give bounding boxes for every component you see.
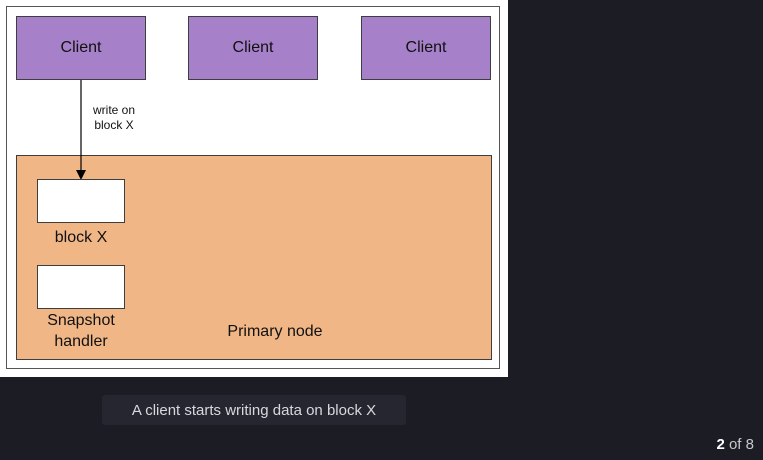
arrow-label: write on block X	[86, 103, 142, 133]
client-box-3: Client	[361, 16, 491, 80]
arrow-label-line1: write on	[92, 103, 136, 117]
client-box-1: Client	[16, 16, 146, 80]
slide-caption: A client starts writing data on block X	[102, 395, 406, 425]
slide-diagram[interactable]: Client Client Client write on block X bl…	[0, 0, 508, 377]
snapshot-handler-label: Snapshot handler	[47, 312, 115, 350]
arrow-label-line2: block X	[94, 118, 134, 132]
block-x-label: block X	[54, 229, 108, 246]
diagram-frame	[6, 6, 500, 369]
counter-separator: of	[728, 436, 742, 453]
current-slide-number: 2	[716, 436, 725, 453]
primary-node-label: Primary node	[227, 323, 323, 340]
total-slides: 8	[745, 436, 754, 453]
client-box-2: Client	[188, 16, 318, 80]
snapshot-handler-box	[37, 265, 125, 309]
slide-counter: 2 of 8	[716, 436, 754, 453]
block-x-box	[37, 179, 125, 223]
